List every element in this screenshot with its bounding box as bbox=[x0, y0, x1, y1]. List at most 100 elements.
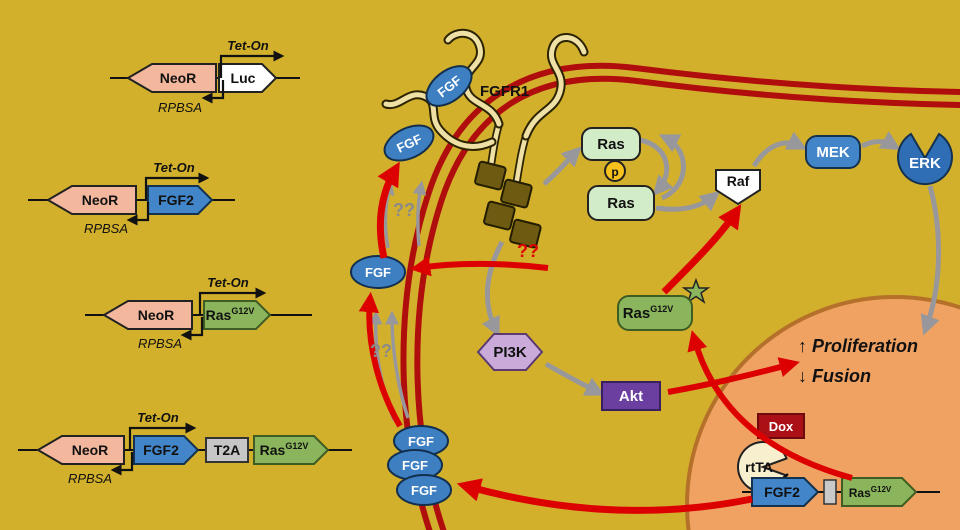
rasg12v-shape bbox=[617, 295, 693, 331]
akt-node: Akt bbox=[601, 381, 661, 411]
gene-t2a-label: T2A bbox=[214, 442, 240, 458]
arrow-mek-to-erk bbox=[860, 131, 901, 151]
tet-on-label: Tet-On bbox=[207, 275, 248, 290]
rpbsa-promoter-arrow bbox=[201, 80, 225, 104]
tet-on-label: Tet-On bbox=[153, 160, 194, 175]
gene-rasg12v-label: RasG12V bbox=[206, 306, 255, 323]
tet-on-promoter-arrow bbox=[219, 50, 285, 78]
ras-upper bbox=[581, 127, 641, 161]
akt-label: Akt bbox=[619, 388, 643, 405]
fgf-oval bbox=[425, 65, 473, 107]
kinase-domain bbox=[509, 218, 542, 249]
gene-t2a bbox=[205, 437, 249, 463]
pi3k-node: PI3K bbox=[476, 333, 544, 371]
kinase-domain bbox=[474, 160, 507, 191]
gene-neor-label: NeoR bbox=[82, 192, 119, 208]
arrow-ras-cycle-down bbox=[639, 137, 674, 196]
fgfr1-receptor: FGF FGF FGFR1 bbox=[381, 28, 589, 249]
gene-fgf2-label: FGF2 bbox=[158, 192, 194, 208]
tet-on-promoter-arrow bbox=[144, 172, 210, 200]
fgf-oval bbox=[396, 474, 452, 506]
receptor-arm bbox=[523, 35, 587, 139]
tet-on-label: Tet-On bbox=[227, 38, 268, 53]
construct-neor-luc: NeoR Luc Tet-On RPBSA bbox=[110, 38, 300, 115]
gene-rasg12v bbox=[841, 477, 918, 507]
arrow-unknown-to-fgf bbox=[409, 256, 549, 277]
linker-element bbox=[823, 479, 837, 505]
phosphate-label: p bbox=[611, 165, 618, 179]
gene-neor-label: NeoR bbox=[138, 307, 175, 323]
fgf-secreted-stack: FGF FGF FGF bbox=[387, 425, 452, 506]
rpbsa-label: RPBSA bbox=[158, 100, 202, 115]
fgfr1-label: FGFR1 bbox=[480, 83, 529, 100]
dox-box bbox=[757, 413, 805, 439]
kinase-domain bbox=[483, 200, 516, 231]
raf-label: Raf bbox=[727, 173, 750, 189]
gene-rasg12v-label: RasG12V bbox=[849, 485, 892, 500]
fgf-oval bbox=[383, 124, 435, 162]
rpbsa-promoter-arrow bbox=[110, 452, 134, 476]
kinase-domain bbox=[500, 178, 533, 209]
arrow-stack-to-fgf bbox=[358, 291, 403, 428]
tet-on-promoter-arrow bbox=[198, 287, 267, 315]
arrow-gene-to-rasg12v bbox=[687, 330, 853, 481]
gene-fgf2-label: FGF2 bbox=[764, 484, 800, 500]
fgf-label: FGF bbox=[411, 483, 437, 498]
pi3k-shape bbox=[476, 333, 544, 371]
construct-neor-fgf2: NeoR FGF2 Tet-On RPBSA bbox=[28, 160, 235, 236]
gene-neor bbox=[126, 63, 217, 93]
gene-fgf2 bbox=[133, 435, 200, 465]
raf-shape bbox=[715, 169, 761, 206]
nucleus-outcomes: ↑ Proliferation ↓ Fusion bbox=[798, 336, 918, 386]
arrow-rasg12v-to-raf bbox=[661, 204, 742, 295]
arrow-ras-cycle-up bbox=[658, 134, 686, 201]
rpbsa-label: RPBSA bbox=[68, 471, 112, 486]
rpbsa-label: RPBSA bbox=[84, 221, 128, 236]
arrow-receptor-to-ras bbox=[542, 146, 582, 186]
question-marks-top: ?? bbox=[393, 200, 415, 220]
cell-membrane-outer bbox=[400, 62, 960, 530]
akt-shape bbox=[601, 381, 661, 411]
arrow-receptor-to-pi3k bbox=[481, 240, 505, 338]
arrow-fgf-to-receptor bbox=[376, 161, 400, 259]
ras-gtp-cycle: Ras p Ras bbox=[581, 127, 655, 221]
gene-neor-label: NeoR bbox=[72, 442, 109, 458]
fgf-ligand-bound-1: FGF bbox=[425, 65, 473, 107]
rpbsa-label: RPBSA bbox=[138, 336, 182, 351]
gene-fgf2-label: FGF2 bbox=[143, 442, 179, 458]
arrow-akt-to-outcomes bbox=[667, 357, 800, 395]
arrow-unknown-bottom-2 bbox=[385, 310, 410, 419]
question-marks-bottom: ?? bbox=[370, 341, 392, 361]
fgf-ligand-bound-2: FGF bbox=[383, 124, 435, 162]
gene-rasg12v bbox=[253, 435, 330, 465]
mek-label: MEK bbox=[816, 144, 850, 161]
rasg12v-node: RasG12V bbox=[617, 277, 711, 331]
arrow-raf-to-mek bbox=[751, 131, 808, 168]
gene-neor bbox=[46, 185, 137, 215]
fgf-label: FGF bbox=[402, 458, 428, 473]
phosphate-badge bbox=[604, 160, 626, 182]
ras-lower bbox=[587, 185, 655, 221]
erk-node: ERK bbox=[897, 132, 953, 186]
gene-neor bbox=[102, 300, 193, 330]
mek-shape bbox=[805, 135, 861, 169]
construct-neor-fgf2-t2a-rasg12v: NeoR FGF2 T2A RasG12V Tet-On RPBSA bbox=[18, 410, 352, 486]
ras-upper-label: Ras bbox=[597, 136, 625, 153]
tet-on-label: Tet-On bbox=[137, 410, 178, 425]
gene-luc-label: Luc bbox=[231, 70, 256, 86]
arrow-erk-to-nucleus bbox=[920, 185, 942, 336]
fgf-label: FGF bbox=[408, 434, 434, 449]
arrow-gene-to-fgf-stack bbox=[456, 478, 753, 514]
raf-node: Raf bbox=[715, 169, 761, 206]
cell-membrane-inner bbox=[414, 75, 960, 530]
rpbsa-promoter-arrow bbox=[180, 317, 204, 341]
ras-lower-label: Ras bbox=[607, 195, 635, 212]
gene-rasg12v-label: RasG12V bbox=[260, 441, 309, 458]
rpbsa-promoter-arrow bbox=[126, 202, 150, 226]
rasg12v-label: RasG12V bbox=[623, 304, 674, 322]
receptor-arm bbox=[383, 92, 495, 149]
arrow-unknown-top-2 bbox=[412, 180, 427, 247]
nuclear-construct-fgf2-rasg12v: FGF2 RasG12V bbox=[742, 477, 940, 507]
